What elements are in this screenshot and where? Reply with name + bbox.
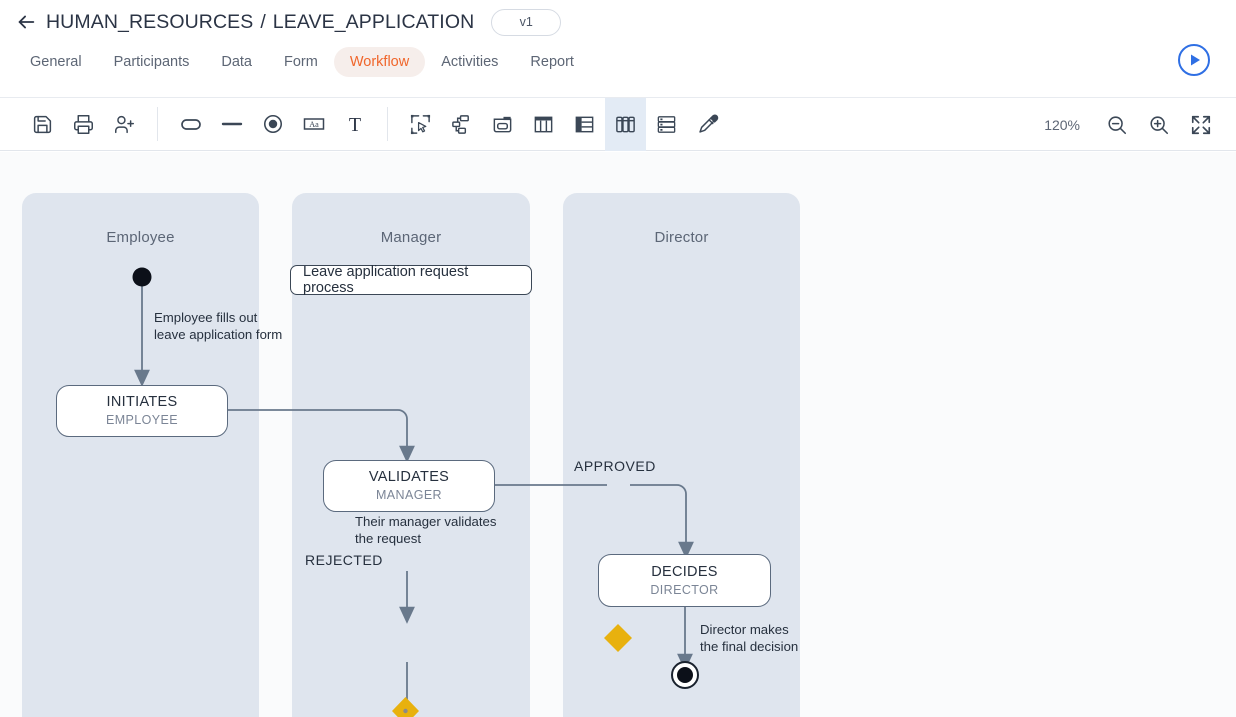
tab-form[interactable]: Form xyxy=(268,47,334,77)
tab-data[interactable]: Data xyxy=(205,47,268,77)
process-title-box[interactable]: Leave application request process xyxy=(290,265,532,295)
svg-text:T: T xyxy=(348,114,360,136)
node-decides-role: DIRECTOR xyxy=(650,582,718,599)
select-pointer-icon[interactable] xyxy=(400,98,441,151)
zoom-in-icon[interactable] xyxy=(1140,106,1178,144)
tab-workflow[interactable]: Workflow xyxy=(334,47,425,77)
edge-label-director-decision: Director makes the final decision xyxy=(700,621,798,655)
breadcrumb-parent[interactable]: HUMAN_RESOURCES xyxy=(46,11,253,34)
toolbar-divider-2 xyxy=(387,107,388,141)
tab-general[interactable]: General xyxy=(14,47,98,77)
tab-bar: General Participants Data Form Workflow … xyxy=(14,47,590,77)
lane-employee[interactable]: Employee xyxy=(22,193,259,717)
lane-title-employee: Employee xyxy=(22,229,259,246)
zoom-controls: 120% xyxy=(1044,98,1220,151)
node-validates-title: VALIDATES xyxy=(369,468,449,487)
diagram-canvas[interactable]: Employee Manager Director xyxy=(0,152,1236,717)
page-header: HUMAN_RESOURCES / LEAVE_APPLICATION v1 G… xyxy=(0,0,1236,97)
split-panel-icon[interactable] xyxy=(564,98,605,151)
horizontal-lanes-icon[interactable] xyxy=(646,98,687,151)
workflow-diagram: Employee Manager Director xyxy=(0,152,1236,717)
container-icon[interactable] xyxy=(482,98,523,151)
edge-label-manager-validates: Their manager validates the request xyxy=(355,513,496,547)
line-icon[interactable] xyxy=(211,98,252,151)
edge-label-employee-fills: Employee fills out leave application for… xyxy=(154,309,282,343)
tab-participants[interactable]: Participants xyxy=(98,47,206,77)
breadcrumb: HUMAN_RESOURCES / LEAVE_APPLICATION v1 xyxy=(14,5,561,39)
tab-report[interactable]: Report xyxy=(514,47,590,77)
print-icon[interactable] xyxy=(63,98,104,151)
node-initiates[interactable]: INITIATES EMPLOYEE xyxy=(56,385,228,437)
breadcrumb-separator: / xyxy=(260,11,265,34)
svg-text:Aa: Aa xyxy=(309,120,319,129)
eyedropper-icon[interactable] xyxy=(687,98,728,151)
node-validates-role: MANAGER xyxy=(376,487,442,504)
columns-icon[interactable] xyxy=(523,98,564,151)
version-badge[interactable]: v1 xyxy=(491,9,561,36)
fullscreen-icon[interactable] xyxy=(1182,106,1220,144)
vertical-lanes-icon[interactable] xyxy=(605,98,646,151)
node-decides-title: DECIDES xyxy=(651,563,718,582)
end-state-icon[interactable] xyxy=(252,98,293,151)
node-initiates-role: EMPLOYEE xyxy=(106,412,178,429)
lane-title-manager: Manager xyxy=(292,229,530,246)
text-icon[interactable]: T xyxy=(334,98,375,151)
zoom-level-label: 120% xyxy=(1044,117,1080,133)
branch-label-rejected: REJECTED xyxy=(305,552,383,568)
flow-tree-icon[interactable] xyxy=(441,98,482,151)
text-field-icon[interactable]: Aa xyxy=(293,98,334,151)
arrow-left-icon[interactable] xyxy=(14,10,38,34)
zoom-out-icon[interactable] xyxy=(1098,106,1136,144)
add-user-icon[interactable] xyxy=(104,98,145,151)
node-validates[interactable]: VALIDATES MANAGER xyxy=(323,460,495,512)
branch-label-approved: APPROVED xyxy=(574,458,656,474)
node-decides[interactable]: DECIDES DIRECTOR xyxy=(598,554,771,607)
play-circle-icon[interactable] xyxy=(1176,42,1212,78)
toolbar-divider-1 xyxy=(157,107,158,141)
node-initiates-title: INITIATES xyxy=(107,393,178,412)
lane-title-director: Director xyxy=(563,229,800,246)
save-icon[interactable] xyxy=(22,98,63,151)
rounded-rectangle-icon[interactable] xyxy=(170,98,211,151)
editor-toolbar: Aa T xyxy=(0,97,1236,151)
breadcrumb-current: LEAVE_APPLICATION xyxy=(273,11,474,34)
tab-activities[interactable]: Activities xyxy=(425,47,514,77)
